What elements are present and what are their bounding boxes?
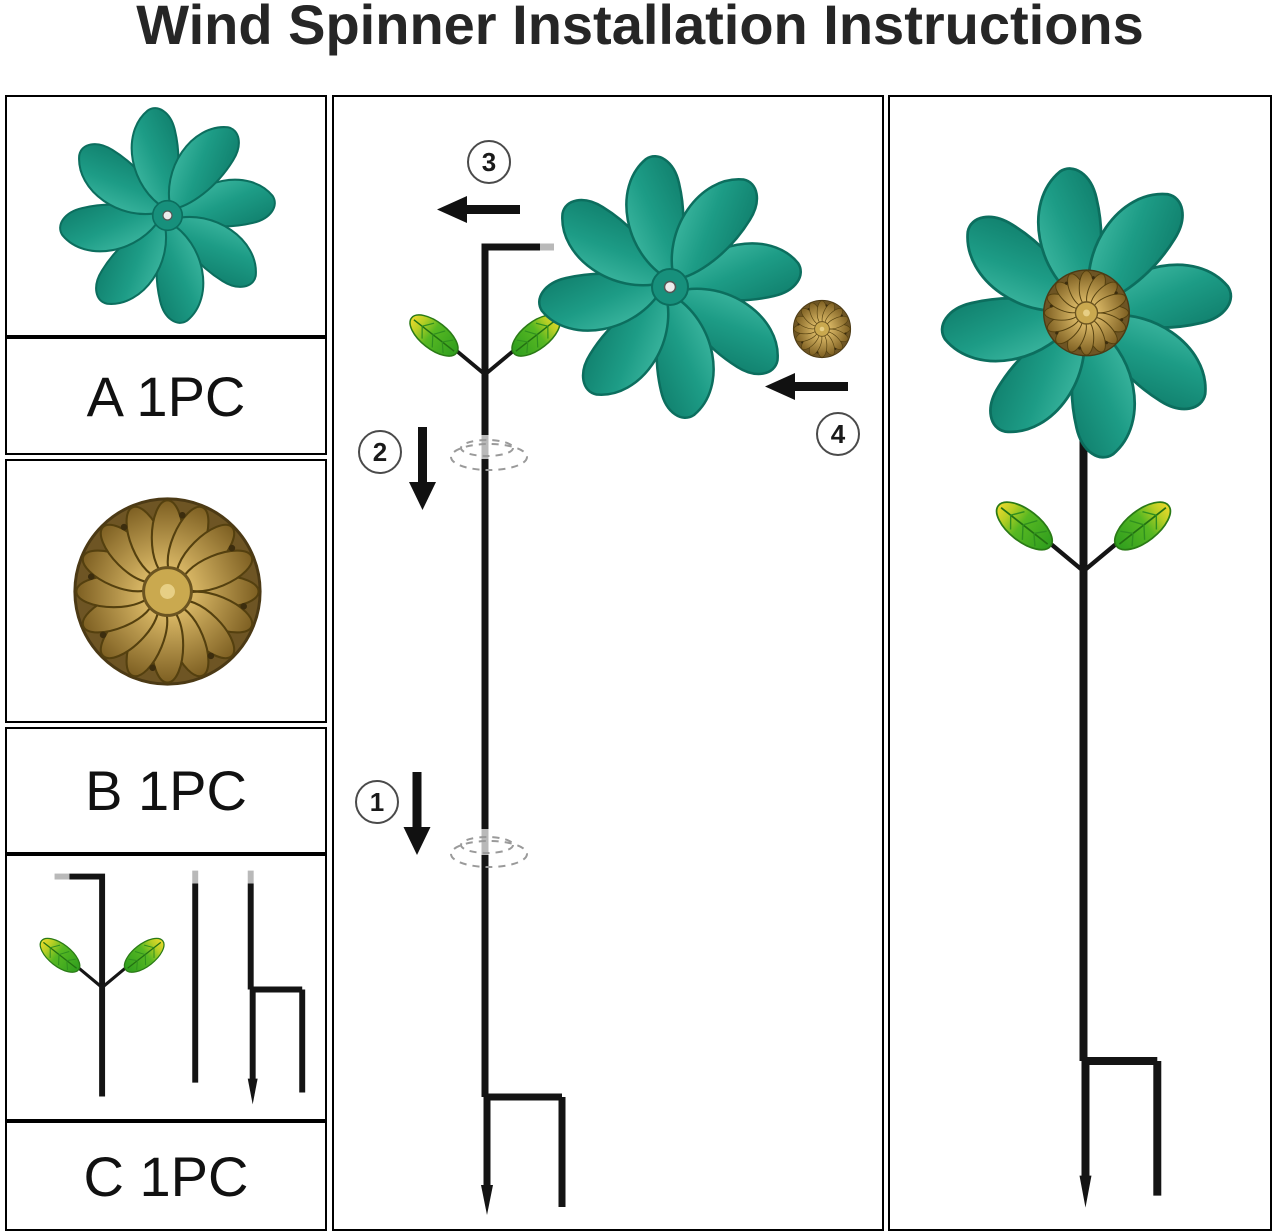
assembled-spinner-graphic [940,167,1233,1208]
dashed-joint-ellipse [450,439,528,868]
panel-part-b-label: B 1PC [5,727,327,854]
flower-medallion-icon [1042,269,1130,357]
pole-icon [481,243,540,1097]
step-badge-4: 4 [816,412,860,456]
panel-part-b-image [5,459,327,723]
panel-part-a-image [5,95,327,337]
arrow-left-icon [765,373,848,400]
step-badge-2: 2 [358,430,402,474]
assembly-diagram: 3 4 2 1 [355,140,860,1215]
pinwheel-flower-icon [538,155,802,419]
panel-assembled-spinner [888,95,1272,1231]
flower-medallion-icon [73,497,262,686]
panel-assembly-steps: 3 4 2 1 [332,95,884,1231]
step-number: 1 [370,787,384,817]
panel-part-c-image [5,854,327,1121]
step-number: 3 [482,147,496,177]
part-b-graphic [73,497,262,686]
part-b-label: B 1PC [85,759,247,822]
arrow-down-icon [403,772,431,855]
ground-stake-icon [247,883,306,1105]
flower-medallion-icon [792,299,852,359]
part-a-graphic [59,107,276,324]
panel-part-a-label: A 1PC [5,337,327,455]
step-number: 4 [831,419,846,449]
arrow-left-icon [437,196,520,223]
part-a-label: A 1PC [86,364,246,428]
panel-part-c-label: C 1PC [5,1121,327,1231]
arrow-down-icon [409,427,436,510]
part-c-label: C 1PC [83,1144,249,1208]
ground-stake-icon [1079,1056,1162,1208]
pole-icon [69,873,106,1097]
step-badge-3: 3 [467,140,511,184]
step-badge-1: 1 [355,780,399,824]
pinwheel-flower-icon [59,107,276,324]
part-c-graphic [7,870,306,1105]
ground-stake-icon [481,1093,566,1215]
step-number: 2 [373,437,387,467]
page-title: Wind Spinner Installation Instructions [136,0,1144,56]
